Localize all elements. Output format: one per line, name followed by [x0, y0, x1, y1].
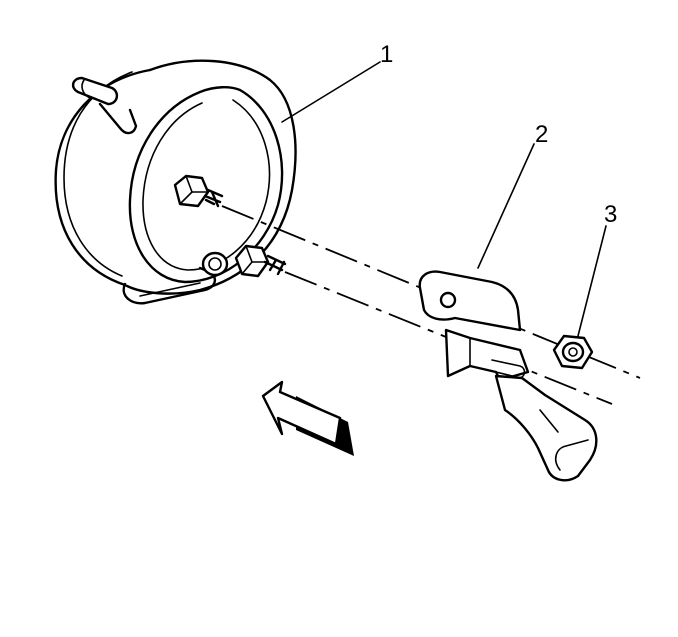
nut-icon: [552, 334, 594, 370]
bracket-icon: [418, 270, 598, 482]
lower-stud-icon: [234, 244, 287, 278]
leader-line-3: [577, 225, 607, 337]
upper-stud-icon: [173, 174, 224, 208]
vacuum-actuator-icon: [54, 59, 297, 305]
direction-arrow-icon: [261, 380, 354, 456]
leader-line-1: [281, 61, 381, 123]
callout-number-2: 2: [535, 121, 548, 148]
callout-number-3: 3: [604, 201, 617, 228]
leader-line-2: [477, 143, 535, 269]
callout-number-1: 1: [380, 41, 393, 68]
